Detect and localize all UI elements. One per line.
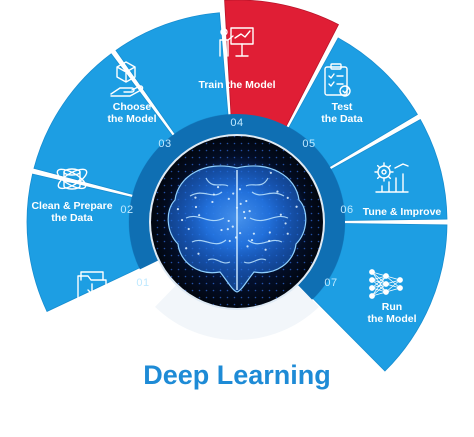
stage-number-07: 07 [324,277,337,289]
stage-number-05: 05 [302,138,315,150]
stage-label-02: the Data [51,212,93,224]
stage-label-05: the Data [321,113,363,125]
gear-chart-icon [374,162,409,193]
stage-number-03: 03 [158,138,171,150]
stage-label-03: Choose [113,101,152,113]
folder-download-icon [77,271,107,299]
stage-label-04: Train the Model [198,79,275,91]
stage-label-03: the Model [108,113,157,125]
stage-label-01: Collection [57,313,108,325]
stage-number-02: 02 [120,204,133,216]
database-atom-icon [56,168,88,190]
stage-label-07: Run [382,301,402,313]
stage-number-06: 06 [340,204,353,216]
diagram-title: Deep Learning [143,360,331,390]
stage-segments [26,0,448,372]
stage-number-01: 01 [136,277,149,289]
stage-label-01: Data [71,301,94,313]
stage-number-04: 04 [230,117,243,129]
stage-label-02: Clean & Prepare [31,200,112,212]
stage-label-06: Tune & Improve [363,206,442,218]
hand-cube-icon [110,61,144,97]
presenter-board-icon [219,27,254,57]
neural-network-icon [369,269,403,299]
stage-segment-01 [26,173,140,312]
inner-ring-band [128,113,345,300]
brain-icon [165,156,309,293]
stage-label-07: the Model [368,313,417,325]
stage-label-05: Test [332,101,353,113]
clipboard-check-icon [324,63,351,97]
brain-core [149,134,325,310]
